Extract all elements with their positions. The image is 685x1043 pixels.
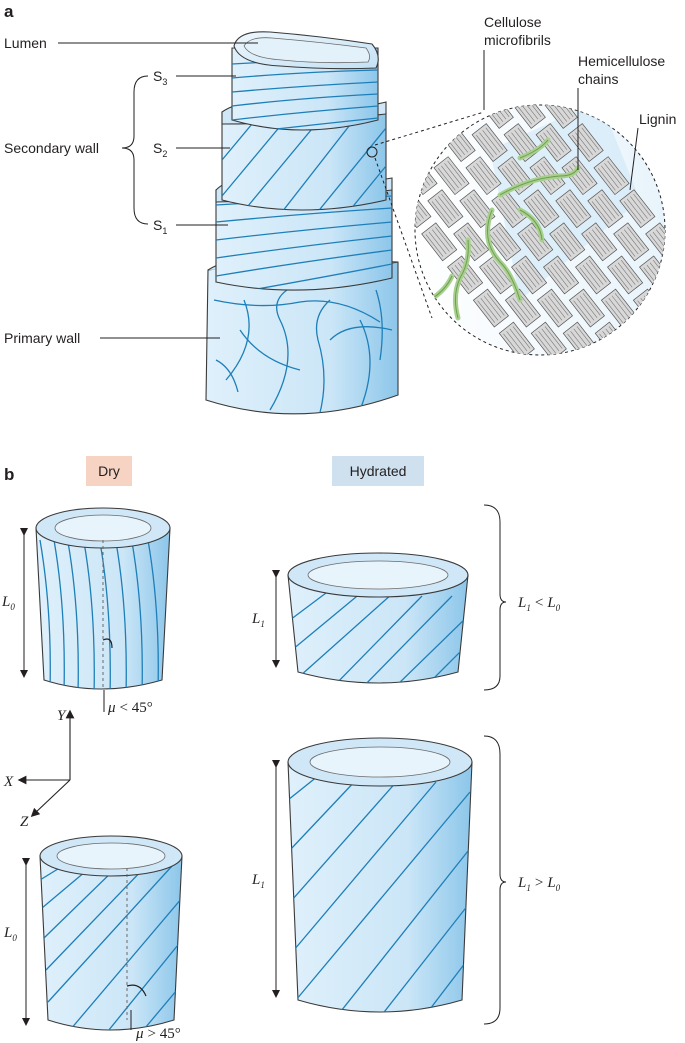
- microfibril-bundle: [541, 105, 665, 262]
- lignin-label: Lignin: [639, 111, 676, 127]
- lumen-label: Lumen: [4, 35, 47, 51]
- axis-y-label: Y: [57, 708, 67, 724]
- bracket-bottom: [483, 735, 507, 1025]
- hydrated-length-bottom: L1: [251, 872, 265, 890]
- zoom-line-top: [374, 111, 485, 146]
- dry-label: Dry: [98, 463, 120, 479]
- secondary-wall-brace: [121, 75, 149, 225]
- hemicellulose-label-line1: Hemicellulose: [578, 53, 665, 69]
- zoom-origin-marker: [366, 146, 378, 158]
- cellulose-label-line1: Cellulose: [484, 14, 542, 30]
- dry-length-bottom: L0: [3, 925, 17, 943]
- hydrated-badge: [332, 456, 424, 486]
- secondary-wall-label: Secondary wall: [4, 140, 99, 156]
- hydrated-label: Hydrated: [350, 463, 407, 479]
- axis-z-label: Z: [20, 814, 29, 830]
- zoom-line-bottom: [374, 157, 433, 319]
- dry-cylinder-bottom: [39, 835, 183, 1031]
- hemicellulose-label-line2: chains: [578, 71, 618, 87]
- s2-label: S2: [153, 140, 167, 159]
- hemicellulose-chain-outline: [487, 209, 521, 301]
- comparison-bottom: L1>L0: [517, 875, 561, 893]
- hemicellulose-chain-outline: [454, 239, 469, 319]
- hemicellulose-chain-outline: [519, 209, 543, 241]
- hydrated-cylinder-top: [287, 552, 469, 684]
- axis-x-label: X: [3, 774, 14, 790]
- microfibril-bundle: [415, 156, 593, 355]
- hemicellulose-chain-outline: [519, 139, 549, 159]
- cellulose-label-line2: microfibrils: [484, 32, 551, 48]
- hemicellulose-chain-outline: [499, 167, 579, 196]
- axes-triad: [17, 709, 75, 818]
- microfibril-bundle: [415, 189, 561, 355]
- angle-bottom: μ> 45°: [135, 1026, 181, 1042]
- comparison-top: L1<L0: [517, 595, 561, 613]
- panel-a-letter: a: [4, 2, 14, 21]
- panel-b-letter: b: [4, 465, 14, 484]
- s3-label: S3: [153, 68, 167, 87]
- bracket-top: [483, 504, 507, 691]
- s1-label: S1: [153, 217, 167, 236]
- dry-badge: [86, 456, 132, 486]
- primary-wall-label: Primary wall: [4, 330, 80, 346]
- cell-wall-stack: [205, 31, 399, 415]
- hydrated-length-top: L1: [251, 611, 265, 629]
- angle-top: μ< 45°: [107, 700, 153, 716]
- dry-cylinder-top: [35, 507, 171, 690]
- lignin-leader: [629, 127, 639, 191]
- dry-length-top: L0: [1, 594, 15, 612]
- hydrated-cylinder-bottom: [287, 737, 473, 1013]
